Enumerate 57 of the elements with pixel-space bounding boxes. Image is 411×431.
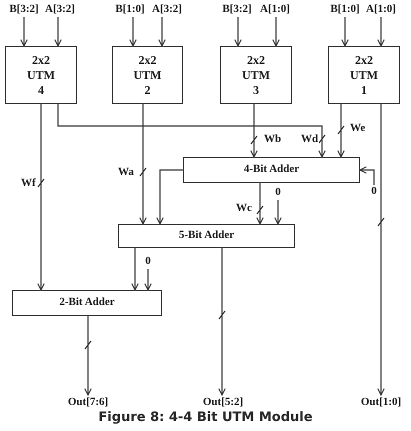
block-label: 2-Bit Adder [59, 296, 115, 310]
edge-label: Wc [235, 202, 253, 214]
arrow [234, 17, 242, 47]
constant-label: 0 [275, 186, 281, 200]
output-label: Out[1:0] [360, 396, 402, 410]
adder-box [12, 290, 162, 316]
arrow [54, 17, 62, 47]
block-label: 4-Bit Adder [244, 163, 300, 177]
arrow [84, 315, 92, 396]
arrow [256, 182, 264, 225]
arrow [37, 103, 45, 291]
block-label: 2x2 UTM 4 [26, 52, 56, 98]
multiplier-box [220, 46, 292, 104]
input-label: A[3:2] [45, 2, 75, 16]
block-label: 5-Bit Adder [178, 229, 234, 243]
input-label: A[1:0] [260, 2, 290, 16]
adder-box [118, 224, 295, 248]
arrow [156, 169, 183, 225]
arrow [377, 17, 385, 47]
input-label: B[3:2] [9, 2, 39, 16]
arrow [250, 103, 258, 158]
block-label: 2x2 UTM 1 [349, 52, 379, 98]
arrow [131, 248, 139, 291]
edge-label: We [349, 122, 366, 134]
edge-label: Wa [117, 166, 135, 178]
figure-caption: Figure 8: 4-4 Bit UTM Module [97, 410, 314, 425]
input-label: B[3:2] [222, 2, 252, 16]
adder-box [183, 157, 360, 183]
constant-label: 0 [371, 185, 377, 199]
arrow [20, 17, 28, 47]
arrow [341, 17, 349, 47]
input-label: A[1:0] [366, 2, 396, 16]
arrow [129, 17, 137, 47]
block-label: 2x2 UTM 3 [241, 52, 271, 98]
arrow [272, 17, 280, 47]
arrow [57, 103, 326, 158]
constant-label: 0 [145, 255, 151, 269]
arrow [337, 103, 345, 158]
edge-label: Wd [300, 133, 320, 146]
arrow [218, 247, 226, 396]
multiplier-box [328, 46, 400, 104]
arrow [274, 200, 282, 225]
multiplier-box [5, 46, 77, 104]
arrow [158, 17, 166, 47]
input-label: B[1:0] [115, 2, 145, 16]
multiplier-box [112, 46, 183, 104]
arrow [359, 166, 375, 185]
input-label: B[1:0] [330, 2, 360, 16]
input-label: A[3:2] [152, 2, 182, 16]
output-label: Out[5:2] [202, 396, 244, 410]
edge-label: Wf [20, 177, 37, 190]
output-label: Out[7:6] [68, 396, 108, 410]
edge-label: Wb [263, 133, 282, 146]
arrow [139, 103, 147, 225]
block-label: 2x2 UTM 2 [132, 52, 162, 98]
arrow [377, 103, 385, 396]
arrow [144, 269, 152, 291]
